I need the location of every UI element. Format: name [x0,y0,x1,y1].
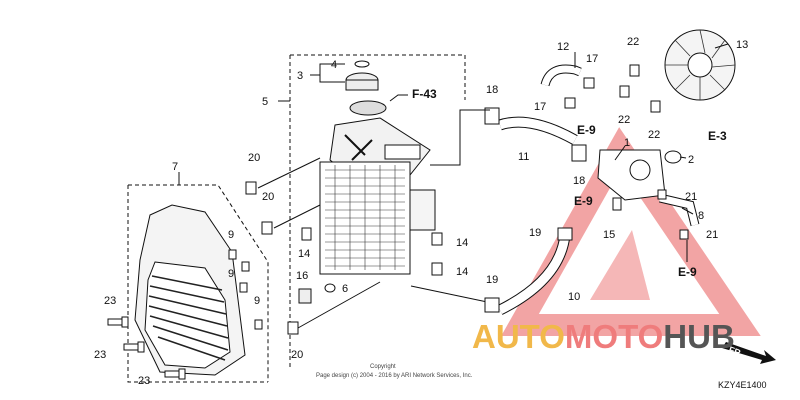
watermark-logo: AUTOMOTOHUB [472,318,735,356]
callout-22c: 22 [648,129,660,141]
ref-e3: E-3 [708,129,727,143]
ref-e9-b: E-9 [574,194,593,208]
callout-10: 10 [568,291,580,303]
copyright-line1: Copyright [370,364,396,370]
callout-5: 5 [262,96,268,108]
watermark-part2: MOTO [564,318,664,355]
callout-9a: 9 [228,229,234,241]
callout-18b: 18 [573,175,585,187]
callout-20a: 20 [248,152,260,164]
callout-18a: 18 [486,84,498,96]
callout-20b: 20 [262,191,274,203]
callout-1: 1 [624,137,630,149]
watermark-part3: HUB [663,318,735,355]
radiator-assembly [245,54,493,370]
part-code: KZY4E1400 [718,380,767,390]
callout-23b: 23 [94,349,106,361]
callout-15: 15 [603,229,615,241]
callout-14c: 14 [456,266,468,278]
callout-23a: 23 [104,295,116,307]
callout-7: 7 [172,161,178,173]
callout-6: 6 [342,283,348,295]
callout-11: 11 [518,151,529,163]
callout-4: 4 [331,59,337,71]
callout-9b: 9 [228,268,234,280]
callout-12: 12 [557,41,569,53]
ref-f43: F-43 [412,87,437,101]
shroud-assembly [107,184,269,383]
callout-21b: 21 [706,229,718,241]
front-arrow-icon: FR. [722,342,776,364]
watermark-part1: AUTO [472,318,565,355]
callout-22a: 22 [627,36,639,48]
ref-e9-c: E-9 [678,265,697,279]
callout-19a: 19 [529,227,541,239]
callout-14b: 14 [456,237,468,249]
reference-tags: F-43 E-9 E-9 E-3 E-9 [412,87,727,279]
callout-20c: 20 [291,349,303,361]
callout-labels: 1 2 3 4 5 6 7 8 9 9 9 10 11 12 13 14 14 … [94,36,748,387]
callout-13: 13 [736,39,748,51]
callout-23c: 23 [138,375,150,387]
callout-17a: 17 [586,53,598,65]
callout-19b: 19 [486,274,498,286]
front-indicator: FR. [727,344,744,358]
callout-14a: 14 [298,248,310,260]
callout-22b: 22 [618,114,630,126]
callout-2: 2 [688,154,694,166]
callout-21a: 21 [685,191,697,203]
callout-9c: 9 [254,295,260,307]
ref-e9-a: E-9 [577,123,596,137]
copyright-line2: Page design (c) 2004 - 2016 by ARI Netwo… [316,373,473,379]
callout-8: 8 [698,210,704,222]
callout-3: 3 [297,70,303,82]
leader-lines [178,43,729,215]
callout-17b: 17 [534,101,546,113]
callout-16: 16 [296,270,308,282]
